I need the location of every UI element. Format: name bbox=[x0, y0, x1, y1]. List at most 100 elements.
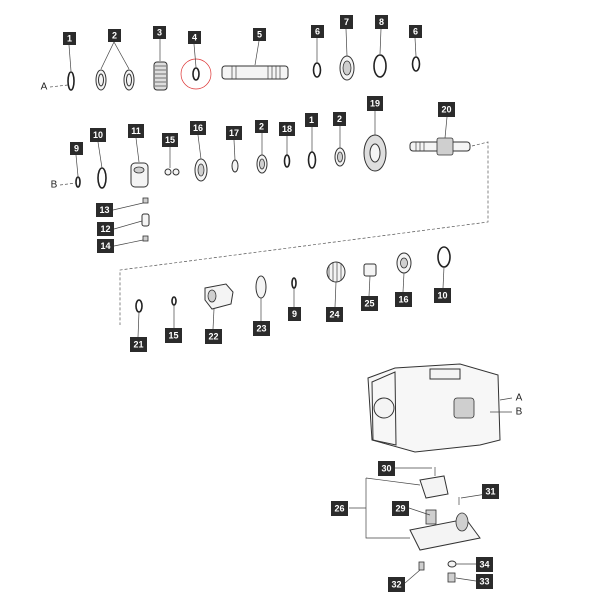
callout-22: 22 bbox=[205, 329, 222, 344]
marker-a-right: A bbox=[516, 393, 523, 404]
svg-text:1: 1 bbox=[67, 34, 72, 44]
svg-text:12: 12 bbox=[100, 224, 110, 234]
callout-16b: 16 bbox=[395, 292, 412, 307]
callout-24: 24 bbox=[326, 307, 343, 322]
part-bearing-cups-2 bbox=[95, 69, 135, 91]
part-bearing-2b bbox=[256, 154, 268, 174]
svg-text:20: 20 bbox=[441, 105, 451, 115]
part-synchro-11 bbox=[130, 162, 149, 188]
part-ring-10 bbox=[97, 167, 107, 189]
svg-text:15: 15 bbox=[168, 331, 178, 341]
callout-12: 12 bbox=[97, 222, 114, 236]
marker-b-left: B bbox=[51, 180, 58, 191]
callout-19: 19 bbox=[367, 96, 383, 111]
part-ring-18 bbox=[283, 154, 291, 168]
callout-15b: 15 bbox=[165, 328, 182, 343]
callout-labels: 1 2 3 4 5 6 7 8 6 9 10 11 15 16 17 2 18 … bbox=[63, 15, 499, 592]
side-markers: A B A B bbox=[41, 82, 523, 418]
svg-text:7: 7 bbox=[344, 17, 349, 27]
callout-2b: 2 bbox=[255, 120, 268, 133]
leader-lines bbox=[49, 28, 513, 584]
callout-9: 9 bbox=[70, 142, 83, 155]
callout-30: 30 bbox=[378, 461, 395, 476]
part-snap-ring-8 bbox=[373, 54, 387, 78]
part-ring-1b bbox=[307, 151, 317, 169]
callout-31: 31 bbox=[482, 484, 499, 499]
callout-6b: 6 bbox=[409, 25, 422, 38]
svg-text:5: 5 bbox=[257, 30, 262, 40]
svg-text:14: 14 bbox=[100, 241, 110, 251]
marker-b-right: B bbox=[516, 407, 523, 418]
callout-18: 18 bbox=[279, 122, 295, 136]
callout-32: 32 bbox=[388, 577, 405, 592]
marker-a-left: A bbox=[41, 82, 48, 93]
svg-text:15: 15 bbox=[165, 135, 175, 145]
part-pins-13-12-14 bbox=[141, 197, 150, 242]
part-ring-6b bbox=[411, 56, 421, 72]
part-ring-15b bbox=[171, 296, 177, 306]
callout-15: 15 bbox=[162, 133, 178, 147]
svg-text:32: 32 bbox=[391, 580, 401, 590]
part-gear-19 bbox=[363, 134, 387, 172]
part-bearing-16b bbox=[396, 252, 412, 274]
svg-text:33: 33 bbox=[479, 577, 489, 587]
svg-text:11: 11 bbox=[131, 126, 141, 136]
svg-text:30: 30 bbox=[381, 464, 391, 474]
callout-26: 26 bbox=[331, 501, 348, 516]
callout-23: 23 bbox=[253, 321, 270, 336]
part-shaft-20 bbox=[409, 137, 471, 156]
svg-text:6: 6 bbox=[315, 27, 320, 37]
svg-text:17: 17 bbox=[229, 128, 239, 138]
part-shaft-5 bbox=[221, 65, 289, 80]
callout-1: 1 bbox=[63, 32, 76, 45]
callout-5: 5 bbox=[253, 28, 266, 41]
part-ring-17 bbox=[231, 159, 239, 173]
part-ring-9b bbox=[291, 277, 297, 289]
svg-text:18: 18 bbox=[282, 124, 292, 134]
part-ring-21 bbox=[135, 299, 143, 313]
svg-text:2: 2 bbox=[337, 114, 342, 124]
callout-10b: 10 bbox=[434, 288, 451, 303]
svg-text:23: 23 bbox=[256, 324, 266, 334]
part-ring-4-highlighted bbox=[180, 58, 212, 90]
svg-text:1: 1 bbox=[309, 115, 314, 125]
svg-text:10: 10 bbox=[437, 291, 447, 301]
part-gear-3 bbox=[153, 61, 168, 91]
cover-assembly bbox=[409, 467, 481, 583]
callout-2c: 2 bbox=[333, 112, 346, 126]
callout-25: 25 bbox=[361, 296, 378, 311]
part-ring-6 bbox=[312, 62, 322, 78]
svg-text:3: 3 bbox=[157, 28, 162, 38]
callout-29: 29 bbox=[392, 501, 409, 516]
svg-text:2: 2 bbox=[112, 31, 117, 41]
svg-text:31: 31 bbox=[485, 487, 495, 497]
svg-text:6: 6 bbox=[413, 27, 418, 37]
svg-text:9: 9 bbox=[74, 144, 79, 154]
svg-text:4: 4 bbox=[192, 33, 197, 43]
callout-17: 17 bbox=[226, 126, 242, 140]
part-balls-15 bbox=[164, 168, 180, 176]
part-bushing-25 bbox=[363, 263, 377, 277]
part-fork-22 bbox=[204, 283, 234, 310]
svg-text:29: 29 bbox=[395, 504, 405, 514]
callout-11: 11 bbox=[128, 124, 144, 138]
svg-text:16: 16 bbox=[398, 295, 408, 305]
svg-text:8: 8 bbox=[379, 17, 384, 27]
callout-3: 3 bbox=[153, 26, 166, 39]
callout-2: 2 bbox=[108, 29, 121, 42]
svg-text:2: 2 bbox=[259, 122, 264, 132]
callout-9b: 9 bbox=[288, 307, 301, 321]
part-snap-ring-10b bbox=[437, 246, 451, 268]
callout-13: 13 bbox=[96, 203, 113, 217]
svg-text:34: 34 bbox=[479, 560, 489, 570]
svg-text:22: 22 bbox=[208, 332, 218, 342]
svg-text:9: 9 bbox=[292, 309, 297, 319]
svg-text:21: 21 bbox=[133, 340, 143, 350]
callout-8: 8 bbox=[375, 15, 388, 29]
part-bearing-2c bbox=[334, 147, 346, 167]
callout-1b: 1 bbox=[305, 113, 318, 127]
part-bearing-7 bbox=[339, 55, 355, 81]
callout-34: 34 bbox=[476, 557, 493, 572]
callout-33: 33 bbox=[476, 574, 493, 589]
